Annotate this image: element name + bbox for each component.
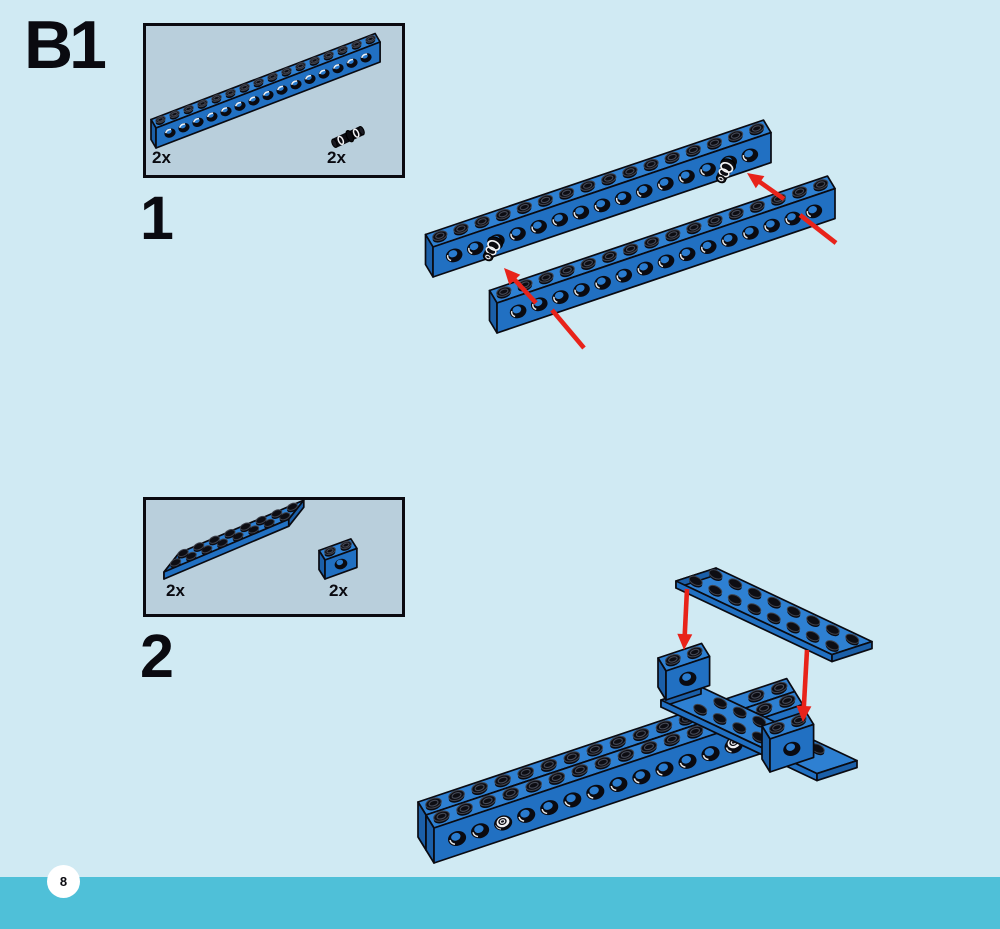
step-2-number: 2 xyxy=(140,622,174,690)
parts-box-step1 xyxy=(143,23,405,178)
qty-label-brick-1x16: 2x xyxy=(152,148,171,167)
footer-bar xyxy=(0,877,1000,929)
page-number-badge: 8 xyxy=(47,865,80,898)
qty-label-technic-pin: 2x xyxy=(327,148,346,167)
step-2-illustration xyxy=(417,567,873,864)
step-1-number: 1 xyxy=(140,184,174,252)
page-number: 8 xyxy=(59,874,68,889)
qty-label-brick-1x2: 2x xyxy=(329,581,348,600)
module-label: B1 xyxy=(24,7,107,83)
step-1-illustration xyxy=(424,119,838,350)
qty-label-plate-2x8: 2x xyxy=(166,581,185,600)
